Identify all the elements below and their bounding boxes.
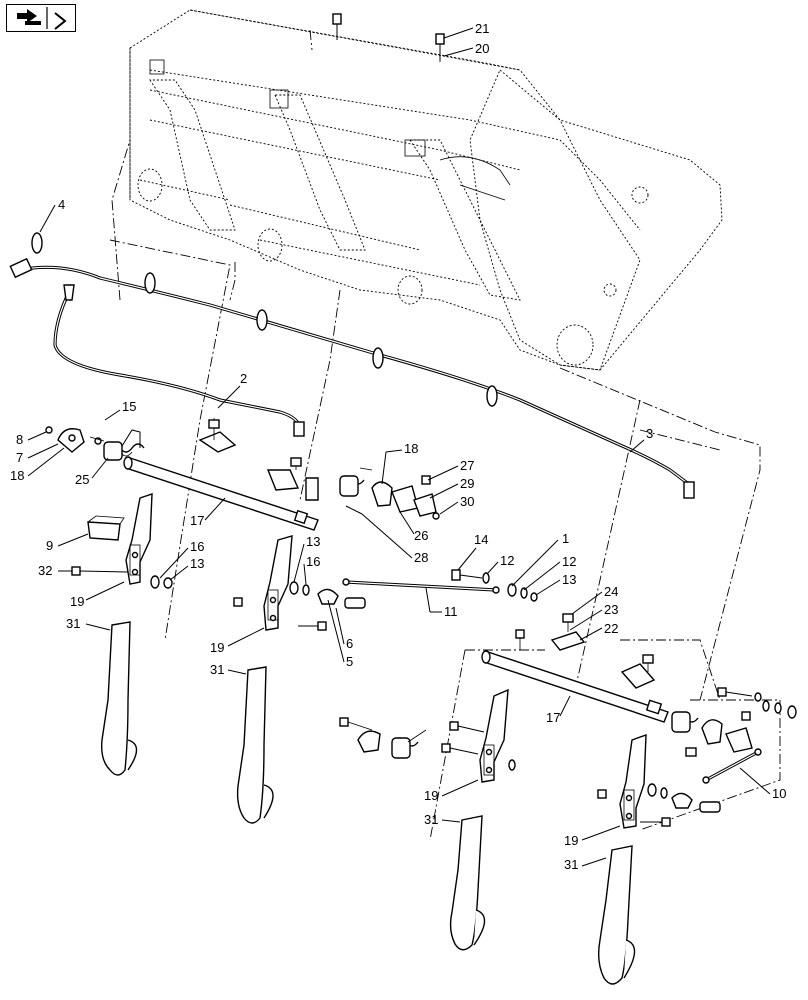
callout-31-b: 31: [210, 662, 224, 677]
callout-17-b: 17: [546, 710, 560, 725]
header-frame: [129, 9, 723, 371]
callout-19-d: 19: [564, 833, 578, 848]
callout-6: 6: [346, 636, 353, 651]
finger-31-right: [597, 845, 636, 985]
hardware-14-12-1-12-13: [451, 569, 538, 602]
callout-17-a: 17: [190, 513, 204, 528]
callout-1: 1: [562, 531, 569, 546]
finger-bracket-19-left: [125, 493, 153, 585]
cable-clips: [9, 232, 498, 407]
callout-5: 5: [346, 654, 353, 669]
callout-24: 24: [604, 584, 618, 599]
callout-32: 32: [38, 563, 52, 578]
callout-21: 21: [475, 21, 489, 36]
washer-nut-16-13-left: [150, 575, 173, 589]
callout-31-a: 31: [66, 616, 80, 631]
callout-16-a: 16: [190, 539, 204, 554]
shaft-17-right: [481, 650, 669, 723]
callouts: 21 20 4 2 15 8 7 18 25 17 18 27 29 30 26…: [10, 21, 786, 872]
callout-27: 27: [460, 458, 474, 473]
callout-12-a: 12: [500, 553, 514, 568]
callout-13-a: 13: [190, 556, 204, 571]
callout-3: 3: [646, 426, 653, 441]
callout-15: 15: [122, 399, 136, 414]
cable-item-3: [53, 284, 305, 437]
callout-7: 7: [16, 450, 23, 465]
guard-9: [87, 515, 125, 541]
latch-group-lower: [339, 717, 485, 759]
callout-9: 9: [46, 538, 53, 553]
finger-31-lower-middle: [449, 815, 486, 951]
callout-4: 4: [58, 197, 65, 212]
finger-bracket-19-right: [597, 733, 721, 829]
callout-31-d: 31: [564, 857, 578, 872]
callout-28: 28: [414, 550, 428, 565]
bracket-right-small: [620, 654, 656, 689]
rod-10: [702, 748, 762, 784]
latch-18-left: [45, 426, 105, 453]
bolt-32: [71, 566, 129, 576]
callout-16-b: 16: [306, 554, 320, 569]
callout-18-b: 18: [404, 441, 418, 456]
callout-19-a: 19: [70, 594, 84, 609]
callout-23: 23: [604, 602, 618, 617]
callout-22: 22: [604, 621, 618, 636]
callout-10: 10: [772, 786, 786, 801]
callout-31-c: 31: [424, 812, 438, 827]
callout-20: 20: [475, 41, 489, 56]
callout-19-c: 19: [424, 788, 438, 803]
callout-29: 29: [460, 476, 474, 491]
navigation-button[interactable]: [6, 4, 76, 32]
callout-11: 11: [444, 604, 458, 619]
hardware-middle: [233, 581, 366, 631]
callout-13-b: 13: [306, 534, 320, 549]
callout-30: 30: [460, 494, 474, 509]
callout-13-c: 13: [562, 572, 576, 587]
latch-group-right: [671, 687, 797, 757]
finger-bracket-19-lower-middle: [479, 688, 516, 783]
callout-8: 8: [16, 432, 23, 447]
callout-25: 25: [75, 472, 89, 487]
latch-group-center: [339, 467, 440, 520]
bolt-top-20-21: [332, 13, 445, 60]
finger-31-left: [100, 621, 138, 776]
cable-item-2: [18, 265, 695, 499]
callout-2: 2: [240, 371, 247, 386]
rod-11: [342, 578, 500, 594]
callout-19-b: 19: [210, 640, 224, 655]
callout-18-a: 18: [10, 468, 24, 483]
callout-26: 26: [414, 528, 428, 543]
pin-bracket-22-23-24: [515, 613, 586, 651]
callout-12-b: 12: [562, 554, 576, 569]
arrow-icon: [17, 7, 67, 30]
callout-14: 14: [474, 532, 488, 547]
spring-25: [103, 429, 145, 461]
finger-31-middle: [236, 666, 274, 824]
bracket-small-left: [198, 418, 319, 501]
finger-bracket-19-middle: [263, 535, 293, 631]
shaft-17-left: [123, 456, 319, 531]
